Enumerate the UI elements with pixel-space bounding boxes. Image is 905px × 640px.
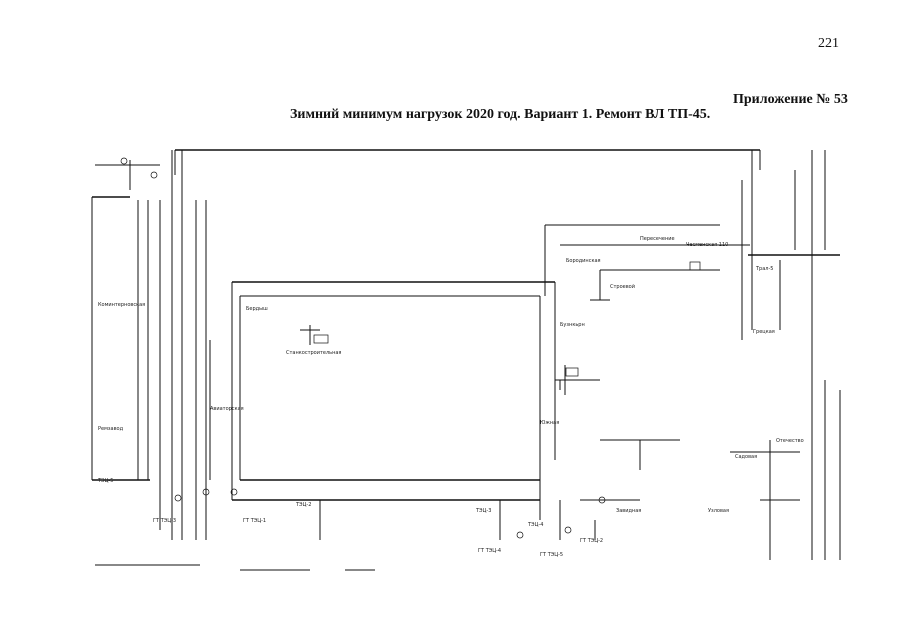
- diagram-label: Строевой: [610, 283, 635, 290]
- diagram-label: Завидная: [616, 508, 641, 514]
- diagram-label: Бузнкьрн: [560, 322, 585, 328]
- diagram-station-labels: Бердыш Бородинская Бузнкьрн Чесменская 1…: [97, 236, 804, 558]
- diagram-label: Узловая: [708, 508, 729, 514]
- diagram-label: ГТ ТЭЦ-4: [478, 548, 501, 554]
- diagram-label: Грецкая: [753, 329, 775, 335]
- diagram-label: Садовая: [735, 454, 757, 460]
- diagram-label: ТЭЦ-5: [97, 478, 113, 484]
- diagram-label: Южная: [540, 420, 559, 426]
- diagram-label: Ремзавод: [98, 426, 124, 432]
- diagram-label: ГТ ТЭЦ-2: [580, 538, 603, 544]
- diagram-label: Чесменская 110: [686, 242, 728, 248]
- diagram-label: Трал-5: [755, 266, 773, 272]
- document-title: Зимний минимум нагрузок 2020 год. Вариан…: [290, 107, 711, 122]
- diagram-label: Станкостроительная: [286, 350, 341, 356]
- diagram-label: ТЭЦ-4: [527, 522, 543, 528]
- diagram-label: ГТ ТЭЦ-5: [540, 552, 563, 558]
- diagram-label: ГТ ТЭЦ-3: [153, 518, 176, 524]
- diagram-label: ТЭЦ-3: [475, 508, 491, 514]
- diagram-label: Отечество: [776, 438, 804, 444]
- diagram-lines: [91, 149, 841, 571]
- page-number: 221: [818, 36, 839, 51]
- diagram-label: Бердыш: [246, 306, 268, 312]
- diagram-symbols: [120, 157, 701, 539]
- diagram-label: Пересечение: [640, 236, 675, 242]
- diagram-label: Бородинская: [566, 258, 601, 264]
- diagram-label: ГТ ТЭЦ-1: [243, 518, 266, 524]
- diagram-label: Авиаторская: [210, 406, 244, 412]
- diagram-label: ТЭЦ-2: [295, 502, 311, 508]
- diagram-label: Коминтерновская: [98, 302, 145, 308]
- appendix-label: Приложение № 53: [733, 92, 848, 107]
